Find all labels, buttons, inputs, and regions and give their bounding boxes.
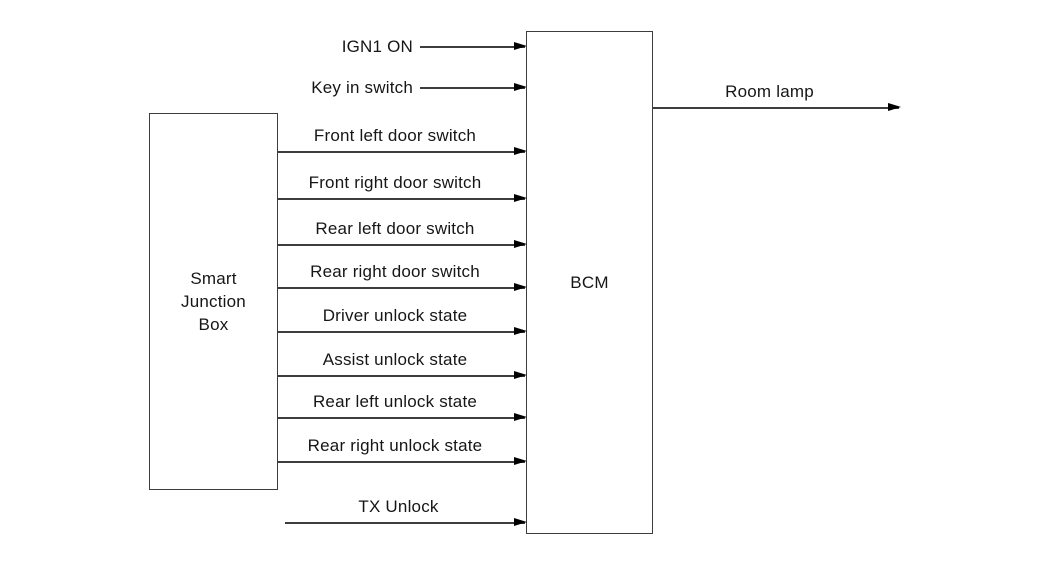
signal-label: Assist unlock state	[322, 350, 468, 369]
arrowhead-icon	[514, 457, 527, 465]
label-key-in-switch: Key in switch	[311, 78, 413, 97]
arrowhead-icon	[514, 42, 527, 50]
smart-junction-box-label: Smart Junction Box	[181, 267, 246, 336]
arrowhead-icon	[514, 518, 527, 526]
signal-label: TX Unlock	[358, 497, 439, 516]
bcm-box: BCM	[526, 31, 653, 534]
arrowhead-icon	[514, 327, 527, 335]
connector-line	[420, 46, 525, 48]
bcm-label: BCM	[570, 273, 609, 292]
label-ign1-on: IGN1 ON	[341, 37, 413, 56]
smart-junction-box-label-line3: Box	[198, 315, 229, 334]
connector-line	[278, 375, 525, 377]
signal-label: Driver unlock state	[322, 306, 468, 325]
connector-line	[278, 461, 525, 463]
connector-line	[278, 417, 525, 419]
arrowhead-icon	[514, 240, 527, 248]
connector-line	[420, 87, 525, 89]
arrowhead-icon	[514, 371, 527, 379]
arrowhead-icon	[514, 83, 527, 91]
signal-label: Rear right door switch	[310, 262, 480, 281]
arrowhead-icon	[888, 103, 901, 111]
connector-line	[278, 287, 525, 289]
signal-label: Rear left unlock state	[312, 392, 478, 411]
signal-label: Room lamp	[725, 82, 814, 101]
signal-label: Front left door switch	[313, 126, 477, 145]
connector-line	[653, 107, 899, 109]
signal-label: Rear right unlock state	[307, 436, 483, 455]
smart-junction-box-label-line2: Junction	[181, 292, 246, 311]
connector-line	[278, 151, 525, 153]
arrowhead-icon	[514, 147, 527, 155]
smart-junction-box-label-line1: Smart	[190, 269, 237, 288]
connector-line	[285, 522, 525, 524]
connector-line	[278, 331, 525, 333]
connector-line	[278, 244, 525, 246]
smart-junction-box: Smart Junction Box	[149, 113, 278, 490]
arrowhead-icon	[514, 194, 527, 202]
signal-label: Rear left door switch	[315, 219, 475, 238]
signal-label: Front right door switch	[308, 173, 482, 192]
arrowhead-icon	[514, 413, 527, 421]
connector-line	[278, 198, 525, 200]
arrowhead-icon	[514, 283, 527, 291]
